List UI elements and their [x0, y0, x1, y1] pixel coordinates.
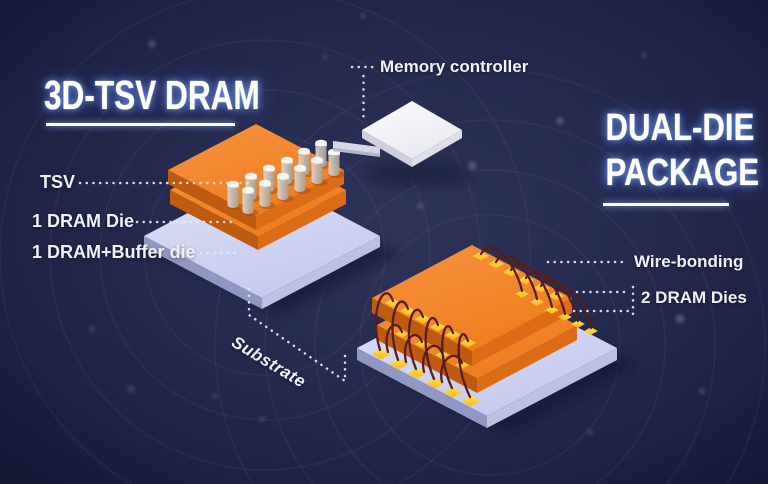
label-tsv: TSV [40, 172, 76, 192]
left-title: 3D-TSV DRAM [44, 72, 260, 118]
wire-bonds [374, 246, 593, 399]
label-dram-buffer-die: 1 DRAM+Buffer die [32, 242, 196, 262]
right-title: DUAL-DIE PACKAGE [605, 106, 760, 196]
leader-lines [78, 65, 635, 384]
leader-memory-controller [350, 65, 378, 119]
right-title-line1: DUAL-DIE [605, 107, 755, 149]
label-dram-die: 1 DRAM Die [32, 211, 135, 231]
background-dots [88, 13, 739, 436]
memory-controller-chip [333, 101, 472, 186]
left-title-underline [46, 123, 235, 126]
right-title-line2: PACKAGE [605, 152, 760, 194]
label-memory-controller: Memory controller [380, 57, 529, 76]
label-wire-bonding: Wire-bonding [634, 252, 744, 271]
right-title-underline [603, 203, 729, 206]
dram-die-top [372, 245, 572, 366]
leader-dram-dies [572, 285, 635, 319]
controller-connector [333, 141, 380, 154]
label-dram-dies: 2 DRAM Dies [641, 288, 747, 307]
leader-substrate [247, 287, 347, 384]
dual-die-package-illustration [357, 245, 637, 434]
tsv-dram-package-illustration [144, 124, 398, 316]
